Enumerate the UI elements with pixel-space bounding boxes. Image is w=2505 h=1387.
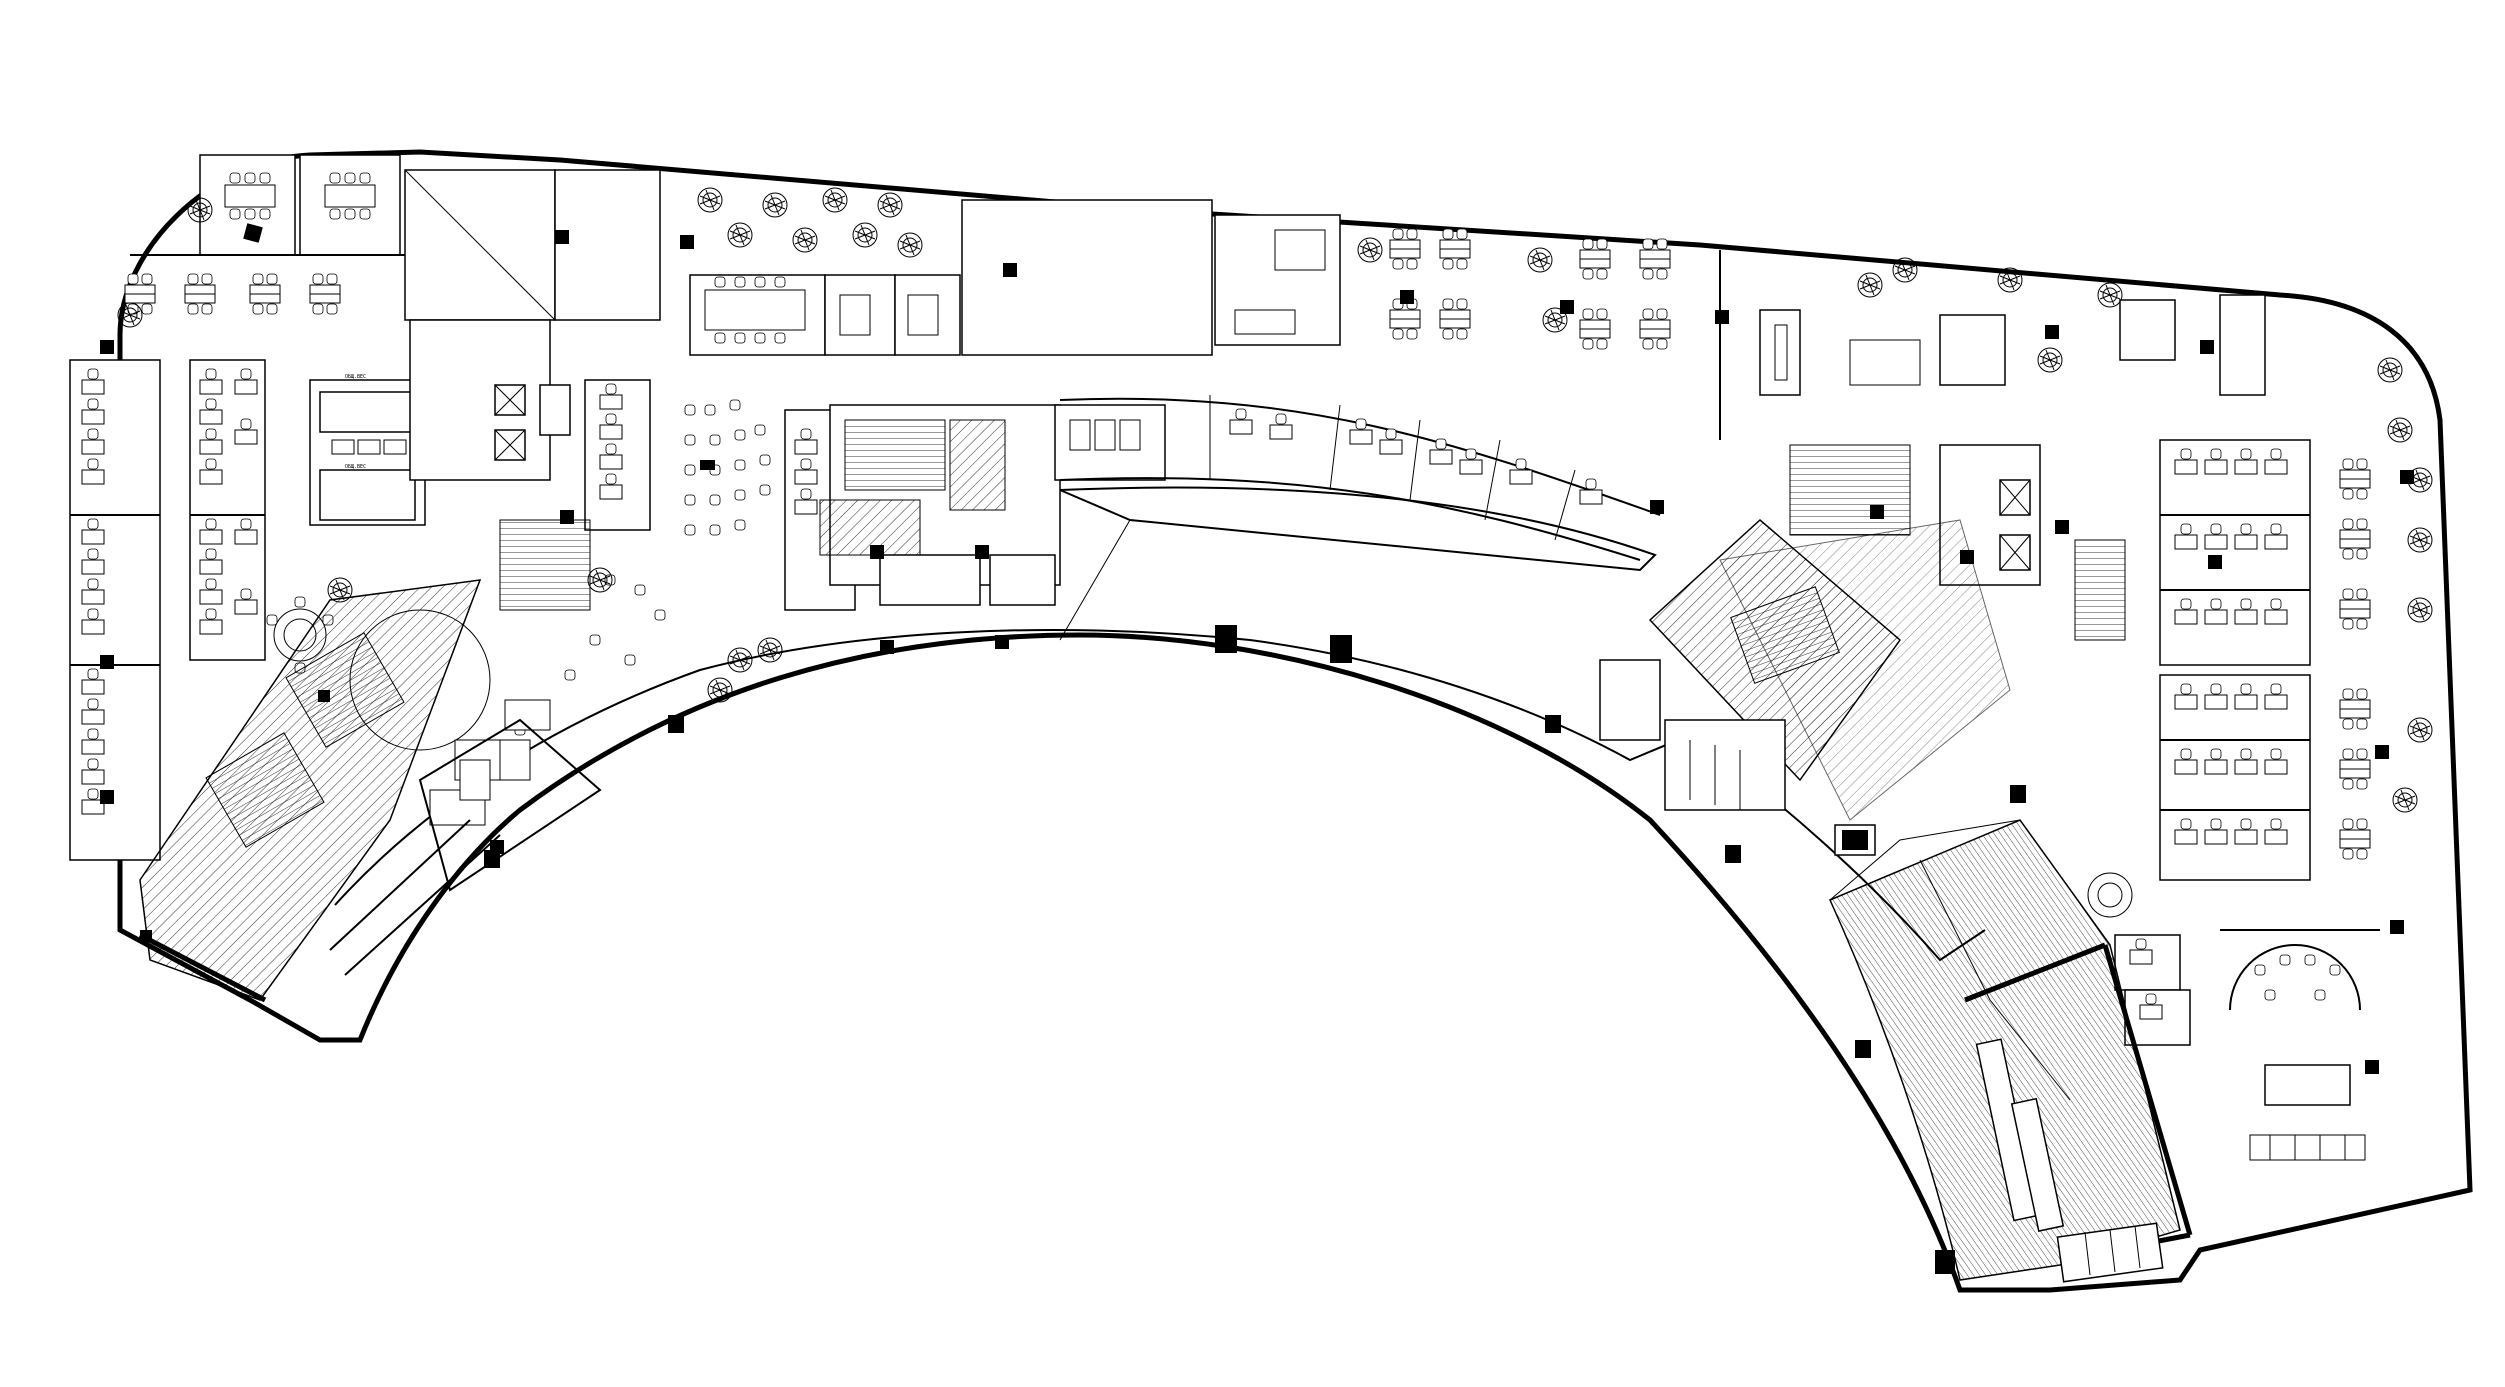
north-east-desks xyxy=(1357,229,1729,440)
west-hatched-stair xyxy=(138,579,491,1003)
building-outline xyxy=(117,149,2473,1293)
southeast-hatched-wing xyxy=(1828,819,2193,1283)
north-east-lounge xyxy=(1759,257,2413,443)
east-office-wing xyxy=(2159,439,2433,1161)
west-office-wing: ОБЩ.ВЕС ОБЩ.ВЕС xyxy=(69,154,504,1003)
north-planter-garden xyxy=(680,187,923,703)
toilet-label-lower: ОБЩ.ВЕС xyxy=(345,464,366,470)
west-lounge-zone xyxy=(329,718,602,976)
north-meeting-rooms xyxy=(689,199,1341,356)
west-core xyxy=(404,169,661,611)
classroom-seating xyxy=(684,399,771,536)
east-inner-rooms xyxy=(1599,659,1786,811)
central-core xyxy=(784,404,1166,611)
perimeter-columns xyxy=(484,625,2026,1274)
east-hatched-stair xyxy=(1648,518,2011,856)
east-small-rooms xyxy=(2087,872,2191,1046)
toilet-label-upper: ОБЩ.ВЕС xyxy=(345,374,366,380)
north-central-offices xyxy=(1059,395,1664,561)
west-toilets: ОБЩ.ВЕС ОБЩ.ВЕС xyxy=(309,374,426,526)
east-core xyxy=(1789,444,2126,641)
